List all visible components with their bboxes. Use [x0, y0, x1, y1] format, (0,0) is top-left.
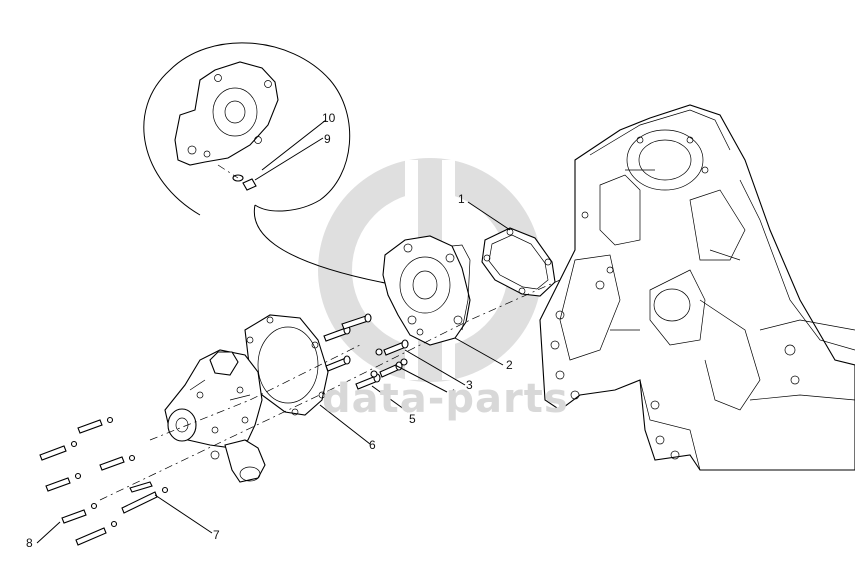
detail-inset [143, 42, 386, 284]
watermark-text: data-parts [322, 376, 569, 422]
bolts-pump [39, 416, 169, 546]
water-pump [164, 349, 266, 483]
callout-5: 5 [409, 412, 416, 426]
callout-7: 7 [213, 528, 220, 542]
callout-10: 10 [322, 111, 336, 125]
callout-1: 1 [458, 192, 465, 206]
gasket-1 [481, 227, 556, 297]
callout-9: 9 [324, 132, 331, 146]
callout-3: 3 [466, 378, 473, 392]
assembly-axes [99, 279, 561, 501]
callout-8: 8 [26, 536, 33, 550]
callout-labels: 1 2 3 4 5 6 7 8 9 10 [26, 111, 513, 550]
callout-2: 2 [506, 358, 513, 372]
callout-4: 4 [449, 387, 456, 401]
engine-block [539, 104, 855, 471]
leader-lines [36, 119, 511, 544]
pump-housing-2 [382, 235, 471, 346]
callout-6: 6 [369, 438, 376, 452]
